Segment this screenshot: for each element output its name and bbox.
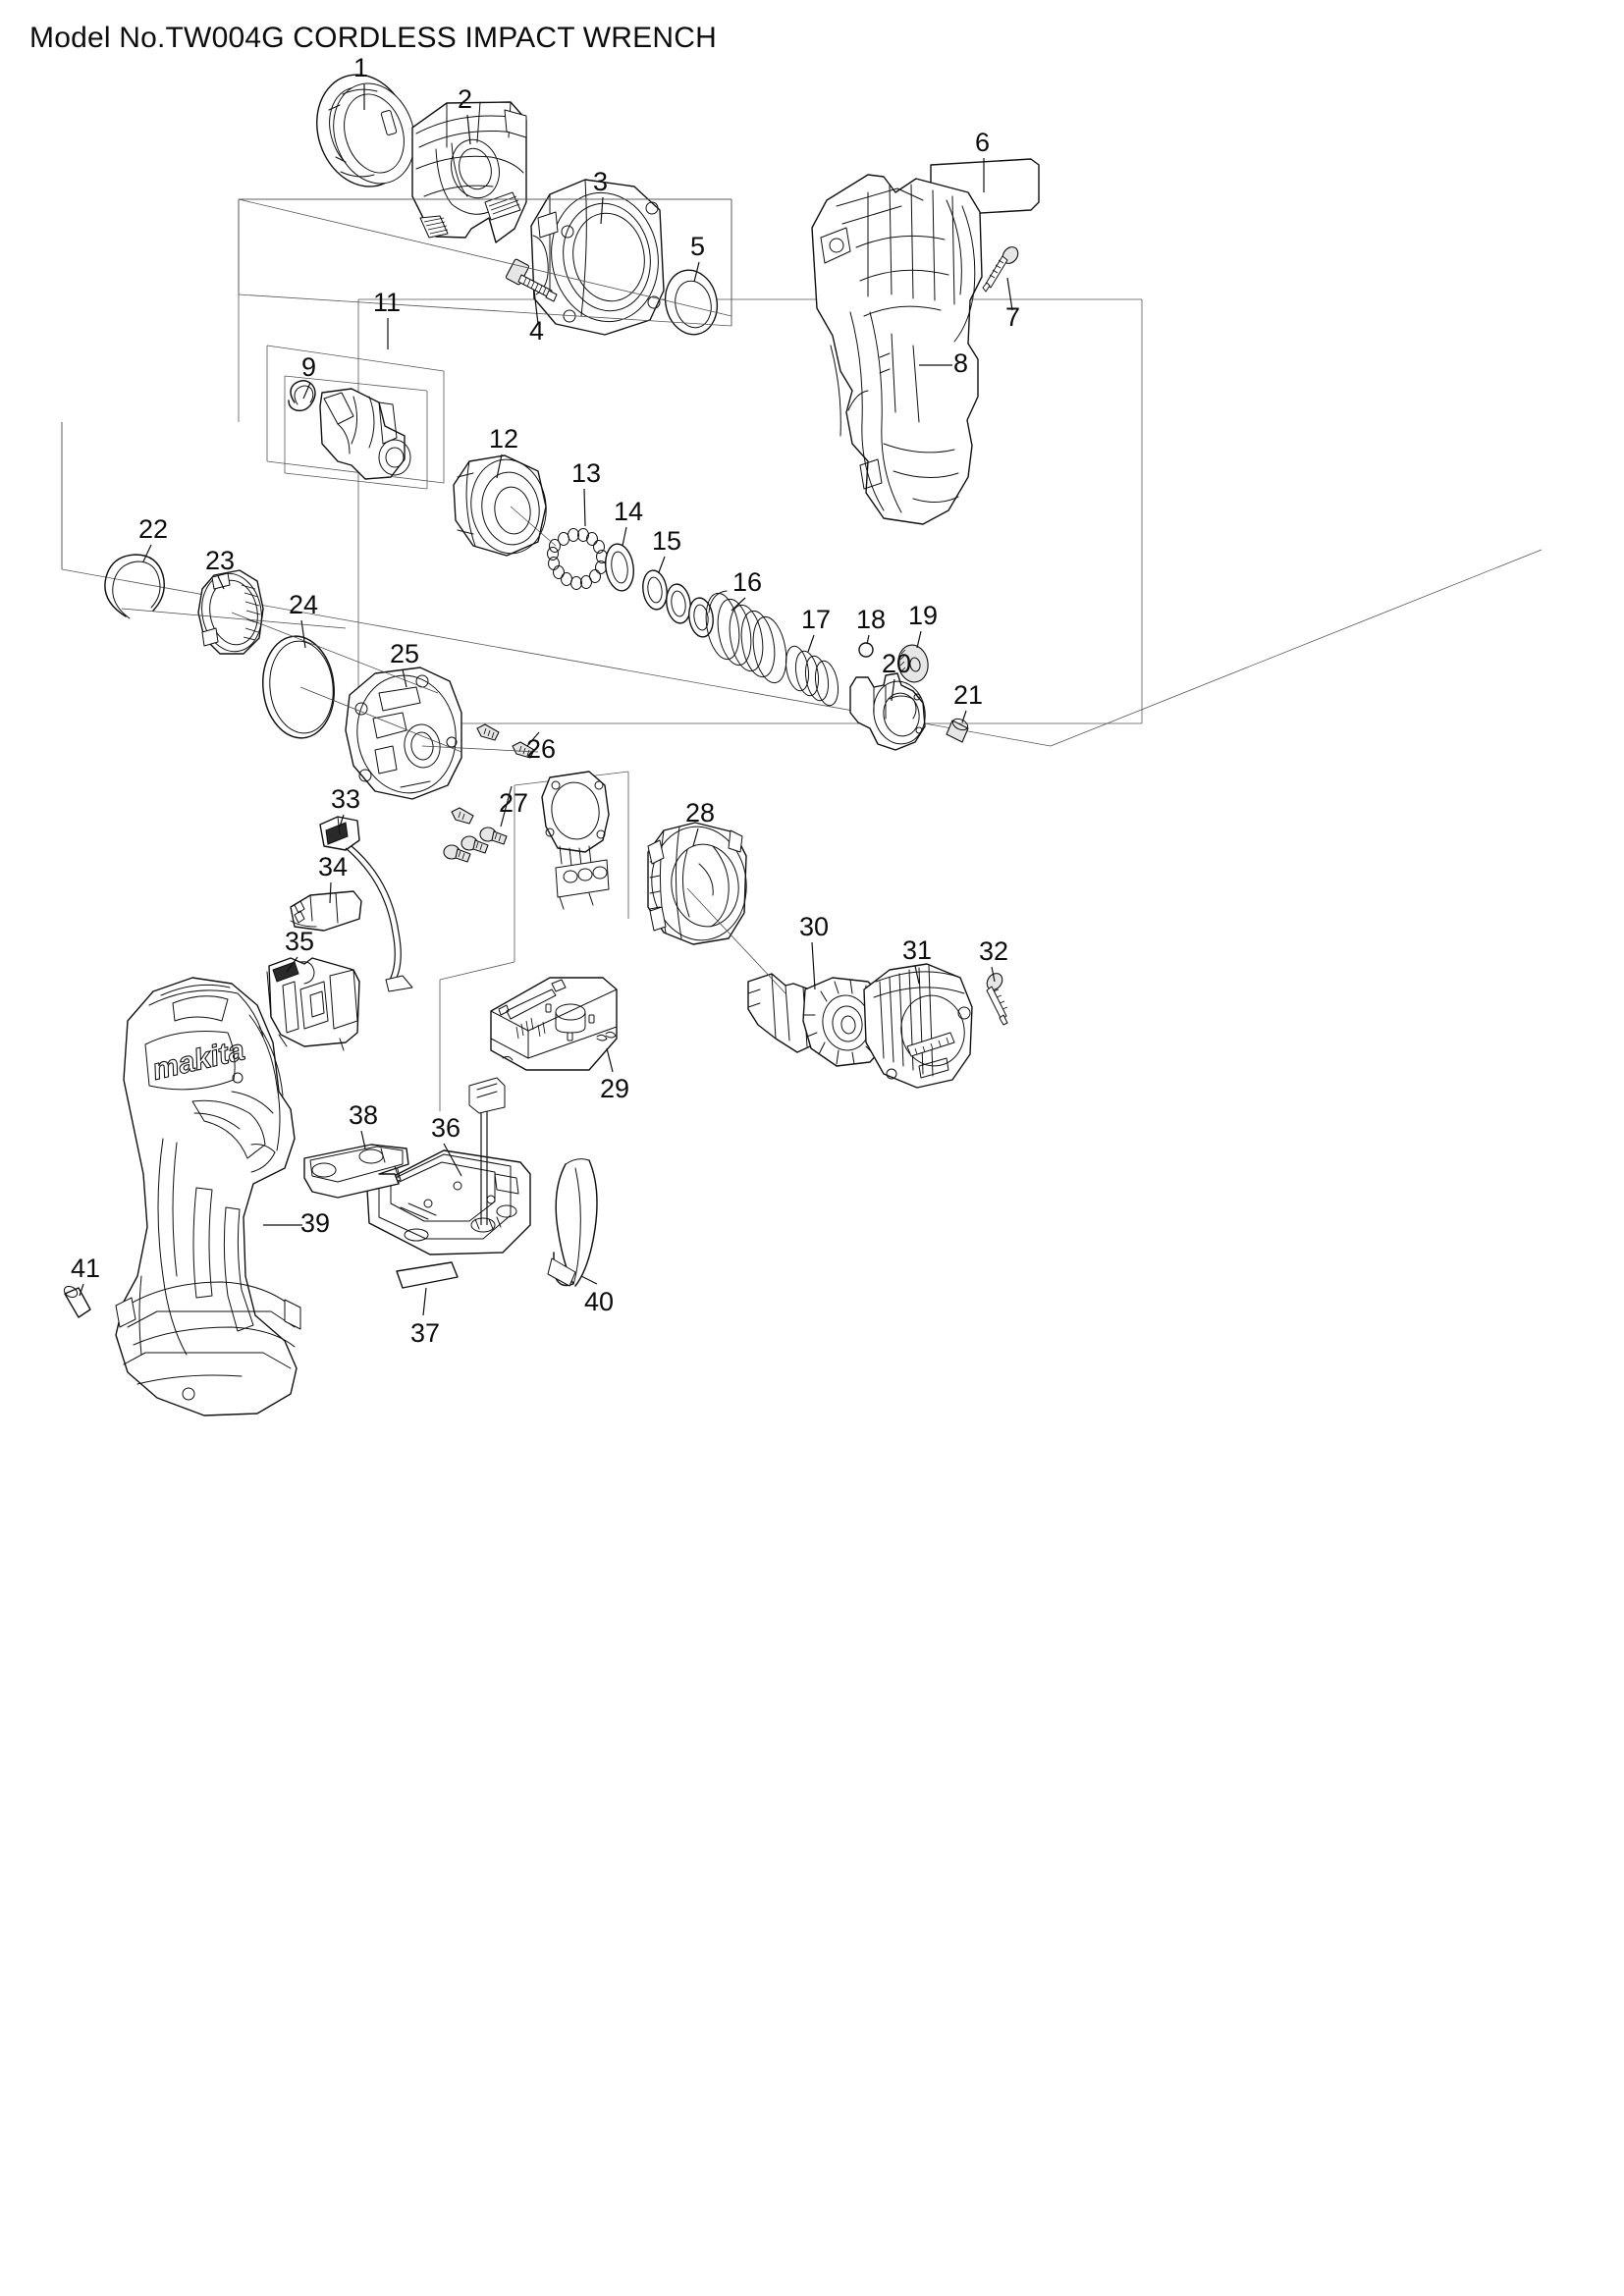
part-18-steel-ball [858, 642, 874, 658]
callout-7[interactable]: 7 [1005, 302, 1021, 332]
group-box-motor [439, 771, 629, 1111]
group-outline-upper [238, 198, 732, 422]
callout-33[interactable]: 33 [331, 784, 361, 814]
part-29-controller [490, 977, 618, 1071]
part-27-screw-a [479, 827, 508, 845]
part-14-washer [605, 543, 634, 592]
part-17-compression-spring [785, 645, 839, 707]
part-12-hammer [453, 454, 547, 557]
callout-24[interactable]: 24 [289, 590, 319, 619]
group-box-11 [266, 345, 445, 484]
part-41-rubber-cap [63, 1285, 91, 1318]
callout-6[interactable]: 6 [975, 128, 991, 157]
part-5-washer [664, 269, 719, 336]
part-39-housing-handle: makita [115, 977, 301, 1416]
part-36-battery-terminal [366, 1077, 531, 1255]
callout-25[interactable]: 25 [390, 639, 420, 668]
callout-16[interactable]: 16 [732, 567, 763, 597]
callout-38[interactable]: 38 [349, 1100, 379, 1130]
part-26-screw-b [476, 723, 500, 741]
callout-3[interactable]: 3 [593, 167, 609, 196]
callout-27[interactable]: 27 [499, 788, 529, 818]
part-35-switch [266, 957, 360, 1051]
part-3-hammer-case [530, 179, 665, 336]
callout-8[interactable]: 8 [953, 348, 969, 378]
callout-17[interactable]: 17 [801, 605, 832, 634]
callout-4[interactable]: 4 [529, 316, 545, 346]
callout-40[interactable]: 40 [584, 1287, 615, 1316]
part-15-washer-c [688, 597, 714, 638]
callout-36[interactable]: 36 [431, 1113, 461, 1143]
callout-11[interactable]: 11 [373, 288, 402, 317]
group-box-upper [358, 299, 1159, 723]
part-27-screw-b [460, 835, 489, 854]
part-30-rotor [747, 973, 891, 1067]
callout-30[interactable]: 30 [799, 912, 830, 941]
callout-13[interactable]: 13 [571, 458, 602, 488]
part-9-retaining-ring [288, 380, 316, 412]
part-25-gear-case [345, 667, 462, 800]
part-32-tapping-screw [986, 973, 1008, 1026]
callout-14[interactable]: 14 [614, 497, 644, 526]
callout-5[interactable]: 5 [690, 232, 706, 261]
part-37-caution-label [396, 1261, 459, 1289]
callout-29[interactable]: 29 [600, 1074, 630, 1103]
part-16-hammer-spring [705, 590, 787, 684]
part-38-cover-plate [303, 1144, 409, 1199]
callout-15[interactable]: 15 [652, 526, 682, 556]
page-title: Model No.TW004G CORDLESS IMPACT WRENCH [29, 22, 717, 54]
part-20-spindle [849, 672, 926, 751]
part-27-screw-d [451, 807, 474, 825]
callout-39[interactable]: 39 [300, 1208, 331, 1238]
callout-9[interactable]: 9 [301, 352, 317, 382]
part-4-bolt [505, 258, 558, 302]
makita-logo-text: makita [149, 1034, 247, 1087]
callout-31[interactable]: 31 [902, 935, 933, 965]
part-11-anvil [319, 388, 411, 480]
part-31-motor-bracket [863, 963, 973, 1089]
part-7-tapping-screw [982, 246, 1019, 293]
part-22-retaining-ring [104, 554, 165, 619]
part-27-screw-c [443, 844, 471, 863]
callout-34[interactable]: 34 [318, 852, 349, 881]
part-6-nameplate [930, 158, 1040, 217]
part-15-washer-a [642, 569, 668, 611]
callout-21[interactable]: 21 [953, 680, 984, 710]
callout-12[interactable]: 12 [489, 424, 519, 454]
callout-18[interactable]: 18 [856, 605, 887, 634]
part-2-hammer-case-cover [411, 101, 527, 243]
callout-23[interactable]: 23 [205, 546, 236, 575]
callout-26[interactable]: 26 [526, 734, 557, 764]
part-34-terminal [290, 890, 362, 932]
part-28-stator [647, 822, 747, 945]
part-21-pin [946, 718, 969, 743]
callout-35[interactable]: 35 [285, 927, 315, 956]
callout-19[interactable]: 19 [908, 601, 939, 630]
callout-41[interactable]: 41 [71, 1254, 101, 1283]
callout-28[interactable]: 28 [685, 798, 716, 828]
part-15-washer-b [666, 583, 691, 624]
part-1-ring [316, 74, 415, 187]
callout-20[interactable]: 20 [882, 649, 912, 678]
part-24-o-ring [262, 635, 335, 739]
part-23-internal-gear [197, 569, 264, 655]
callout-22[interactable]: 22 [138, 514, 169, 544]
callout-32[interactable]: 32 [979, 936, 1009, 966]
callout-37[interactable]: 37 [410, 1318, 441, 1348]
group-box-11-inner [284, 375, 428, 490]
slanted-construction [61, 198, 732, 569]
callout-2[interactable]: 2 [458, 84, 473, 114]
callout-1[interactable]: 1 [353, 53, 369, 82]
sensor-plate [541, 771, 610, 910]
part-33-led-unit [319, 816, 413, 992]
part-13-steel-ball-set [547, 528, 608, 590]
part-40-hook-strap [547, 1158, 598, 1287]
